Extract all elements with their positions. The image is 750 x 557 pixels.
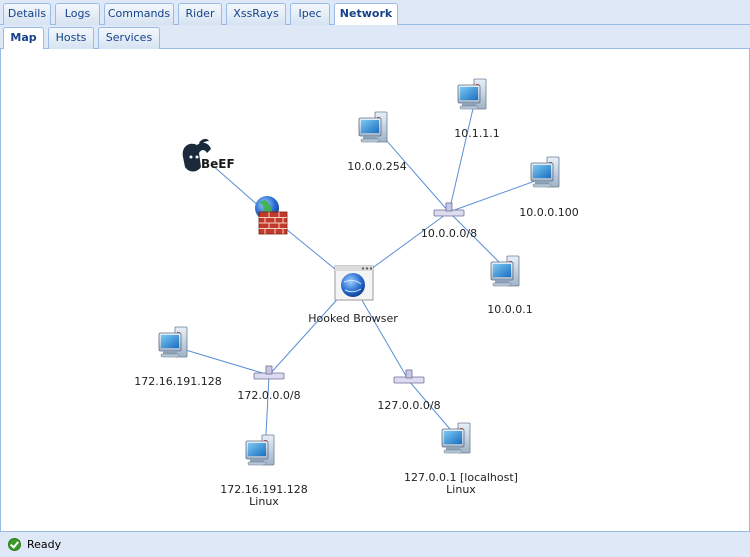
tab-commands[interactable]: Commands — [104, 3, 174, 25]
host-127-0-0-1[interactable]: 127.0.0.1 [localhost] Linux — [404, 422, 518, 496]
host-10-1-1-1[interactable]: 10.1.1.1 — [454, 78, 500, 140]
sub-tab-bar: Map Hosts Services — [0, 25, 750, 50]
switch-127[interactable]: 127.0.0.0/8 — [377, 369, 441, 412]
host-172-16-191-128-a[interactable]: 172.16.191.128 — [134, 326, 222, 388]
tab-xssrays[interactable]: XssRays — [226, 3, 286, 25]
tab-network[interactable]: Network — [334, 3, 398, 26]
tab-services[interactable]: Services — [98, 27, 160, 49]
host-label: 172.16.191.128 — [134, 375, 221, 388]
host-label: 10.0.0.100 — [519, 206, 578, 219]
host-os-label: Linux — [446, 483, 476, 496]
switch-10[interactable]: 10.0.0.0/8 — [421, 202, 477, 240]
tab-hosts[interactable]: Hosts — [48, 27, 94, 49]
network-map-svg: BeEF Hooked Browser — [134, 78, 579, 508]
check-icon — [8, 538, 21, 551]
tab-map[interactable]: Map — [3, 27, 44, 50]
host-10-0-0-1[interactable]: 10.0.0.1 — [487, 255, 533, 316]
host-10-0-0-100[interactable]: 10.0.0.100 — [519, 156, 579, 219]
status-bar: Ready — [0, 531, 750, 557]
host-10-0-0-254[interactable]: 10.0.0.254 — [347, 111, 407, 173]
globe-icon — [341, 273, 365, 297]
beef-logo[interactable]: BeEF — [182, 138, 235, 172]
firewall-icon[interactable] — [255, 196, 288, 235]
switch-10-label: 10.0.0.0/8 — [421, 227, 477, 240]
host-label: 10.1.1.1 — [454, 127, 499, 140]
switch-172[interactable]: 172.0.0.0/8 — [237, 365, 301, 402]
hooked-browser-label: Hooked Browser — [308, 312, 398, 325]
host-label: 127.0.0.1 [localhost] — [404, 471, 518, 484]
host-label: 10.0.0.1 — [487, 303, 532, 316]
tab-rider[interactable]: Rider — [178, 3, 222, 25]
switch-127-label: 127.0.0.0/8 — [377, 399, 440, 412]
status-text: Ready — [27, 538, 62, 551]
switch-172-label: 172.0.0.0/8 — [237, 389, 300, 402]
hooked-browser-node[interactable]: Hooked Browser — [308, 265, 398, 325]
tab-logs[interactable]: Logs — [55, 3, 100, 25]
host-172-16-191-128-b[interactable]: 172.16.191.128 Linux — [220, 434, 308, 508]
tab-details[interactable]: Details — [3, 3, 51, 25]
main-tab-bar: Details Logs Commands Rider XssRays Ipec… — [0, 0, 750, 26]
host-os-label: Linux — [249, 495, 279, 508]
tab-ipec[interactable]: Ipec — [290, 3, 330, 25]
network-map[interactable]: BeEF Hooked Browser — [0, 49, 750, 531]
host-label: 10.0.0.254 — [347, 160, 406, 173]
beef-logo-text: BeEF — [201, 157, 235, 171]
host-label: 172.16.191.128 — [220, 483, 307, 496]
